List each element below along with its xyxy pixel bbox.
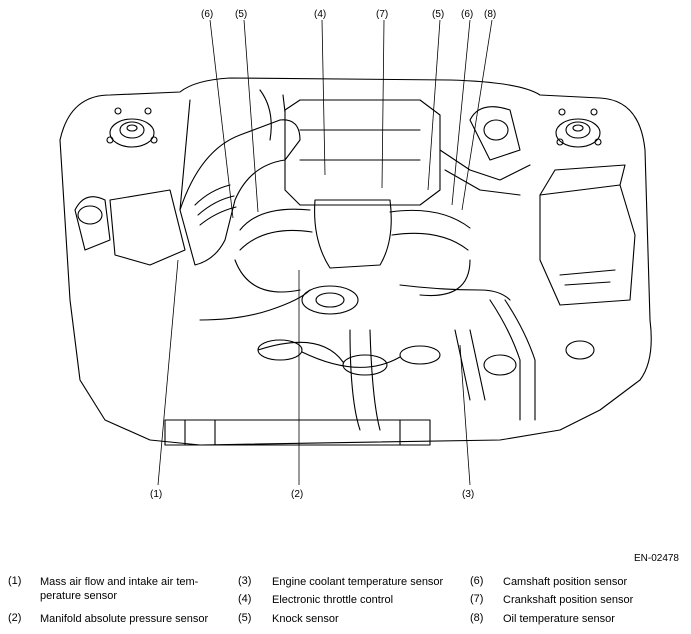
legend-text: Oil temperature sensor — [503, 613, 615, 625]
leader-7 — [381, 19, 385, 189]
leader-6-left — [209, 19, 234, 219]
legend-text: Manifold absolute pressure sensor — [40, 613, 209, 625]
engine-cover — [284, 99, 441, 206]
legend-number: (3) — [238, 575, 252, 587]
callout-6-left: (6) — [201, 9, 213, 20]
callout-3: (3) — [462, 489, 474, 500]
callout-5-left: (5) — [235, 9, 247, 20]
battery — [539, 164, 636, 306]
legend-number: (5) — [238, 612, 252, 624]
right-strut-tower — [555, 108, 602, 148]
throttle-body — [314, 199, 392, 269]
left-strut-tower — [106, 107, 158, 148]
leader-3 — [459, 344, 471, 486]
legend-text: Engine coolant temperature sensor — [272, 576, 444, 588]
callout-1: (1) — [150, 489, 162, 500]
callout-4: (4) — [314, 9, 326, 20]
legend-number: (1) — [8, 575, 22, 587]
leader-8 — [461, 19, 493, 211]
leader-1 — [157, 259, 179, 486]
legend-text: Crankshaft position sensor — [503, 594, 634, 606]
legend-text: Electronic throttle control — [272, 594, 394, 606]
figure-reference-code: EN-02478 — [633, 553, 679, 564]
legend-text: Mass air flow and intake air tem- — [40, 576, 199, 588]
leader-6-right — [451, 19, 471, 206]
legend-text: Camshaft position sensor — [503, 576, 628, 588]
legend-number: (6) — [470, 575, 484, 587]
leader-5-left — [243, 19, 259, 213]
belt-pulleys — [257, 285, 441, 376]
leader-4 — [321, 19, 326, 176]
legend-number: (8) — [470, 612, 484, 624]
legend-number: (7) — [470, 593, 484, 605]
legend-text: Knock sensor — [272, 613, 339, 625]
leader-5-right — [427, 19, 441, 191]
intake-duct — [179, 119, 301, 266]
callout-5-right: (5) — [432, 9, 444, 20]
legend-number: (2) — [8, 612, 22, 624]
engine-bay-outline — [59, 77, 652, 446]
callout-2: (2) — [291, 489, 303, 500]
legend-text: perature sensor — [40, 590, 118, 602]
callout-7: (7) — [376, 9, 388, 20]
engine-bay-diagram: (6) (5) (4) (7) (5) (6) (8) (1) (2) (3) — [59, 9, 652, 500]
radiator-panel — [164, 419, 431, 446]
callout-8: (8) — [484, 9, 496, 20]
coolant-reservoir-cap — [483, 354, 517, 376]
legend-number: (4) — [238, 593, 252, 605]
callout-6-right: (6) — [461, 9, 473, 20]
